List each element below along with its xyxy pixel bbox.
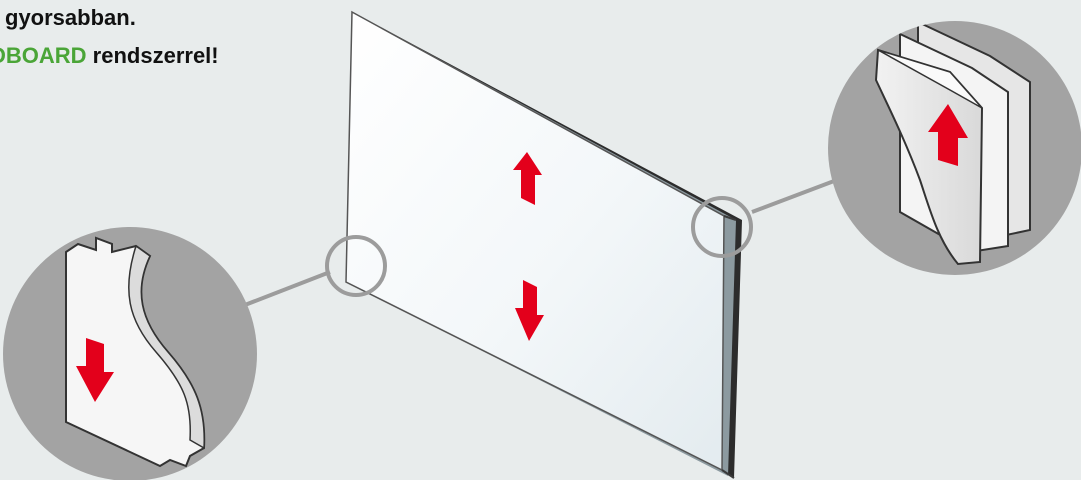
headline-line-2-rest: rendszerrel! [86, 43, 219, 68]
brand-name: DBOARD [0, 43, 87, 68]
headline-line-2: DBOARD rendszerrel! [0, 36, 219, 76]
detail-left-profile-down [3, 227, 257, 480]
connector-line-right [751, 176, 843, 214]
headline-line-1: gyorsabban. [5, 5, 136, 30]
detail-ring-left [325, 235, 387, 297]
detail-right-profile-up [828, 21, 1081, 275]
connector-line-left [231, 270, 331, 312]
red-arrow-up [513, 152, 542, 205]
glass-panel [345, 10, 742, 479]
red-arrow-down [515, 280, 544, 341]
detail-ring-right [691, 196, 753, 258]
